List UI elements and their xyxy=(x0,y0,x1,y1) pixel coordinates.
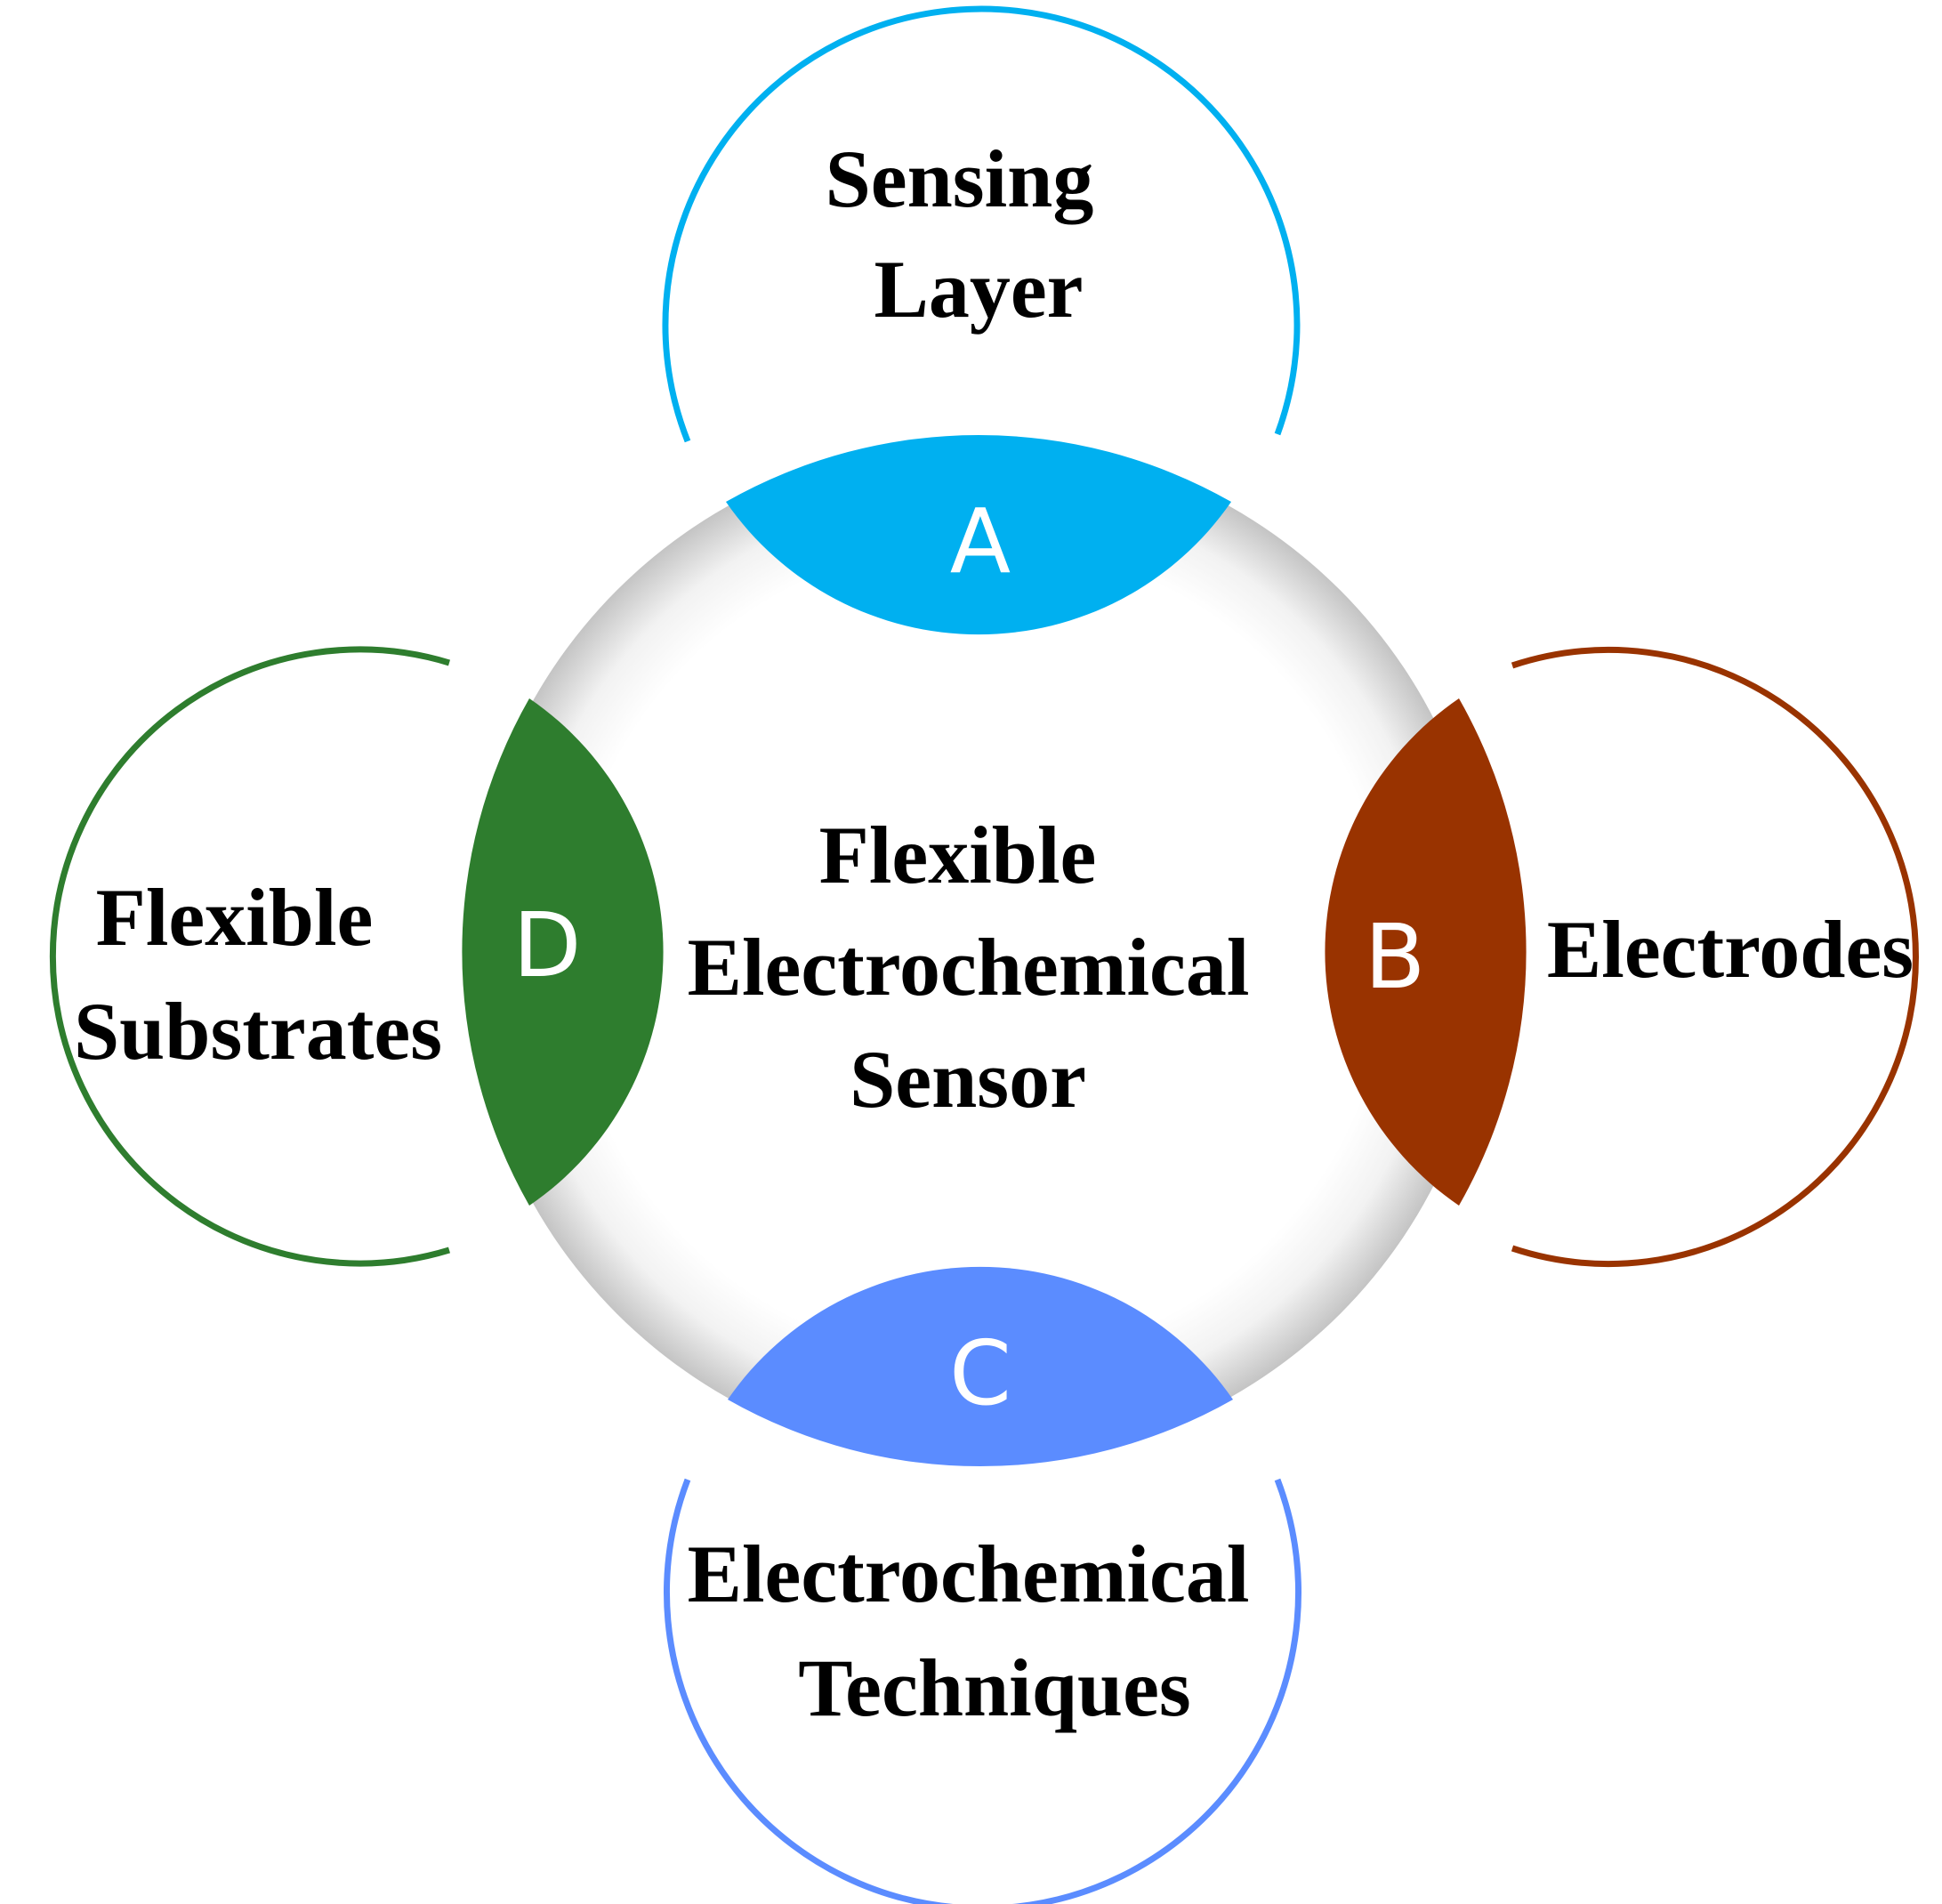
segment-a xyxy=(726,434,1231,635)
label-line: Substrates xyxy=(74,986,442,1077)
arc-electrodes xyxy=(1511,647,1919,1267)
label-line: Layer xyxy=(874,244,1083,335)
letter-b: B xyxy=(1365,905,1426,1009)
letter-a: A xyxy=(950,489,1011,593)
label-electrodes: Electrodes xyxy=(1547,904,1914,995)
label-flexible-substrates: Flexible Substrates xyxy=(74,872,442,1077)
letter-d: D xyxy=(512,893,581,997)
center-title: Flexible Electrochemical Sensor xyxy=(688,810,1270,1125)
central-ring xyxy=(467,440,1490,1464)
label-line: Electrochemical xyxy=(688,1529,1250,1619)
label-line: Flexible xyxy=(96,872,374,963)
letter-c: C xyxy=(949,1321,1011,1425)
arc-flexible-substrates xyxy=(49,646,451,1267)
segment-d xyxy=(462,698,664,1206)
label-sensing-layer: Sensing Layer xyxy=(826,133,1115,335)
center-title-line: Flexible xyxy=(819,810,1097,900)
label-electrochemical-techniques: Electrochemical Techniques xyxy=(688,1529,1270,1733)
segment-b xyxy=(1325,698,1527,1206)
arc-electrochemical-techniques xyxy=(664,1478,1301,1904)
segment-c xyxy=(728,1266,1233,1467)
label-line: Sensing xyxy=(826,133,1094,224)
label-line: Electrodes xyxy=(1547,904,1914,995)
label-line: Techniques xyxy=(798,1642,1190,1733)
center-title-line: Electrochemical xyxy=(688,922,1250,1013)
arc-sensing-layer xyxy=(662,5,1301,443)
center-title-line: Sensor xyxy=(850,1034,1086,1125)
